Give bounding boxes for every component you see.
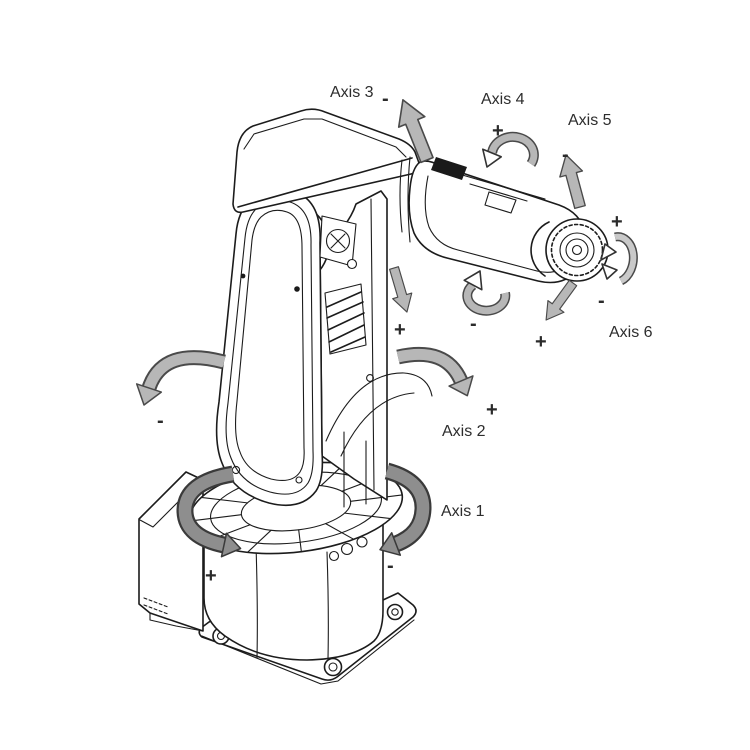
axis-6-rotation-arrow-icon — [600, 232, 638, 286]
robot-tool-flange — [545, 218, 609, 282]
axis-annotations: Axis 1 + - Axis 2 + - Axis 3 + - Axis 4 … — [157, 84, 653, 587]
axis-4-label: Axis 4 — [481, 91, 525, 108]
robot-illustration — [138, 108, 609, 685]
axis-4-negative-arrow-icon — [462, 270, 511, 316]
axis-1-label: Axis 1 — [441, 503, 485, 520]
robot-elbow-bracket — [319, 156, 411, 270]
robot-upper-arm-housing — [232, 108, 420, 214]
axis-1-plus-sign: + — [205, 565, 217, 587]
axis-3-plus-sign: + — [394, 319, 406, 341]
axis-5-label: Axis 5 — [568, 112, 612, 129]
axis-2-negative-arrow-icon — [135, 350, 226, 406]
axis-6-label: Axis 6 — [609, 324, 653, 341]
axis-4-minus-sign: - — [470, 313, 477, 335]
axis-3-minus-sign: - — [382, 88, 389, 110]
axis-1-minus-sign: - — [387, 555, 394, 577]
axis-5-plus-sign: + — [535, 331, 547, 353]
axis-6-minus-sign: - — [598, 290, 605, 312]
axis-6-plus-sign: + — [611, 211, 623, 233]
axis-2-plus-sign: + — [486, 399, 498, 421]
axis-1-positive-arrow-icon — [176, 465, 242, 558]
axis-5-negative-arrow-icon — [554, 151, 592, 211]
axis-4-plus-sign: + — [492, 120, 504, 142]
axis-arrows — [135, 93, 638, 558]
axis-3-positive-arrow-icon — [383, 264, 418, 316]
axis-2-label: Axis 2 — [442, 423, 486, 440]
axis-3-label: Axis 3 — [330, 84, 374, 101]
axis-5-positive-arrow-icon — [537, 276, 582, 327]
robot-vent-panel — [324, 283, 367, 355]
axis-4-positive-arrow-icon — [482, 131, 539, 168]
robot-forearm — [408, 157, 609, 284]
axis-1-negative-arrow-icon — [379, 462, 432, 556]
axis-5-minus-sign: - — [562, 144, 569, 166]
axis-2-positive-arrow-icon — [396, 346, 474, 397]
axis-2-minus-sign: - — [157, 410, 164, 432]
